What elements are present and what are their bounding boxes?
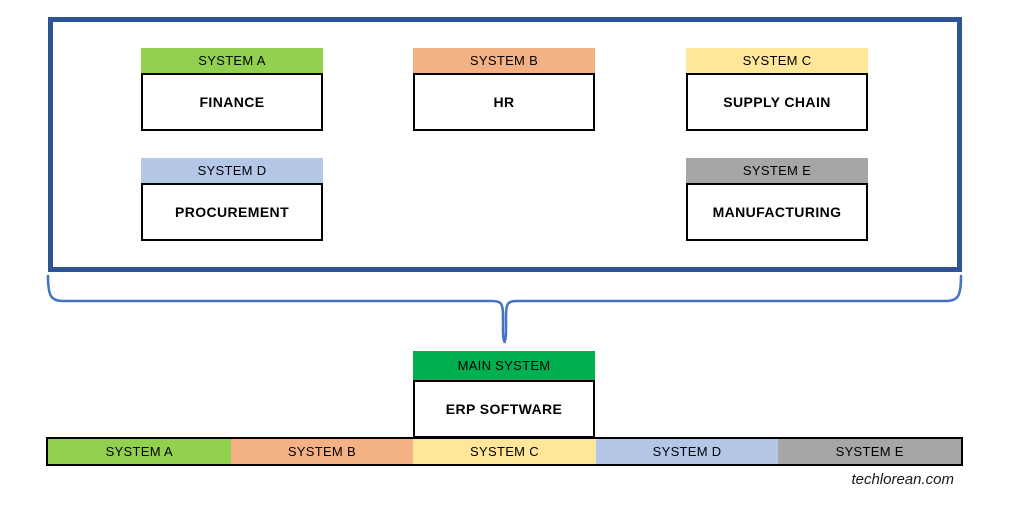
bar-segment-system-d: SYSTEM D	[595, 439, 779, 464]
bar-segment-system-a: SYSTEM A	[48, 439, 231, 464]
subsystem-c-name: SUPPLY CHAIN	[686, 73, 868, 131]
subsystem-d-header: SYSTEM D	[141, 158, 323, 183]
main-system-card: MAIN SYSTEM ERP SOFTWARE	[413, 351, 595, 438]
subsystems-frame	[48, 17, 962, 272]
subsystem-card-a: SYSTEM A FINANCE	[141, 48, 323, 131]
subsystem-a-header: SYSTEM A	[141, 48, 323, 73]
subsystem-card-d: SYSTEM D PROCUREMENT	[141, 158, 323, 241]
subsystem-d-name: PROCUREMENT	[141, 183, 323, 241]
bar-segment-system-b: SYSTEM B	[230, 439, 414, 464]
bar-segment-system-e: SYSTEM E	[778, 439, 961, 464]
subsystem-a-name: FINANCE	[141, 73, 323, 131]
subsystem-c-header: SYSTEM C	[686, 48, 868, 73]
subsystem-card-b: SYSTEM B HR	[413, 48, 595, 131]
subsystem-e-name: MANUFACTURING	[686, 183, 868, 241]
main-system-header: MAIN SYSTEM	[413, 351, 595, 380]
subsystem-card-e: SYSTEM E MANUFACTURING	[686, 158, 868, 241]
subsystem-card-c: SYSTEM C SUPPLY CHAIN	[686, 48, 868, 131]
systems-bar: SYSTEM A SYSTEM B SYSTEM C SYSTEM D SYST…	[46, 437, 963, 466]
brace-path	[46, 274, 963, 344]
main-system-name: ERP SOFTWARE	[413, 380, 595, 438]
watermark: techlorean.com	[851, 471, 954, 488]
subsystem-e-header: SYSTEM E	[686, 158, 868, 183]
subsystem-b-header: SYSTEM B	[413, 48, 595, 73]
bar-segment-system-c: SYSTEM C	[413, 439, 596, 464]
subsystem-b-name: HR	[413, 73, 595, 131]
